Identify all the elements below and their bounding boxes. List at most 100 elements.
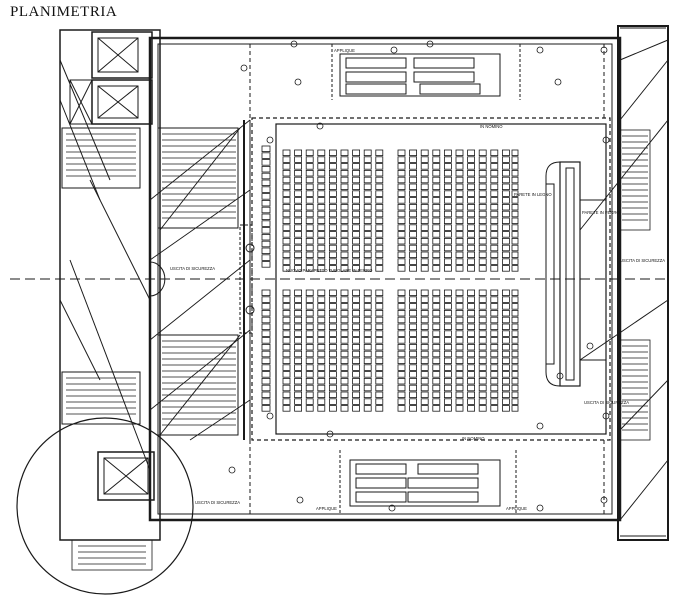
seat — [352, 163, 361, 170]
seat — [443, 289, 452, 296]
seat — [443, 190, 452, 197]
seat — [432, 357, 441, 364]
seat — [352, 176, 361, 184]
seat — [363, 169, 372, 177]
seat — [261, 220, 271, 227]
seat — [375, 258, 384, 265]
seat — [375, 197, 384, 204]
seat — [375, 217, 384, 224]
seat — [420, 251, 429, 258]
seat — [511, 357, 519, 364]
seat — [352, 391, 361, 398]
seat — [397, 210, 406, 218]
seat — [490, 258, 499, 265]
seat — [363, 350, 372, 358]
hatch-left — [59, 59, 151, 471]
seat — [317, 190, 326, 197]
seat — [501, 169, 510, 177]
note-wood-panel: PARETE IN LEGNO — [514, 192, 552, 197]
seat — [409, 251, 418, 258]
seat — [397, 203, 406, 211]
seat — [397, 190, 406, 197]
seat — [478, 343, 487, 351]
seat — [455, 176, 464, 184]
seat — [282, 265, 291, 272]
seat — [317, 197, 326, 204]
seat — [432, 224, 441, 231]
seat — [455, 343, 464, 351]
seat — [305, 384, 314, 392]
seat — [511, 377, 519, 385]
seat — [363, 149, 372, 156]
entry-arc — [149, 261, 166, 297]
seat — [409, 163, 418, 170]
seat — [282, 384, 291, 392]
seat — [305, 169, 314, 177]
seat — [328, 384, 337, 392]
seat — [375, 343, 384, 351]
seat — [282, 303, 291, 310]
seat — [409, 169, 418, 177]
note-stage-top: IN NOMINO — [480, 124, 503, 129]
seat — [375, 357, 384, 364]
seat — [490, 210, 499, 218]
seat — [328, 203, 337, 211]
top-bay — [249, 44, 605, 118]
seat — [501, 405, 510, 412]
seat — [432, 237, 441, 245]
seat — [501, 190, 510, 197]
seat — [443, 371, 452, 378]
seat — [397, 364, 406, 371]
seat — [340, 296, 349, 303]
seat — [490, 251, 499, 258]
fixture-marker — [266, 136, 274, 144]
seat — [443, 337, 452, 344]
seat — [490, 265, 499, 272]
seat — [409, 217, 418, 224]
seat — [363, 176, 372, 184]
seat — [501, 210, 510, 218]
seat — [375, 176, 384, 184]
seat — [282, 163, 291, 170]
seat — [467, 371, 476, 378]
seat — [478, 169, 487, 177]
seat — [409, 343, 418, 351]
seat — [455, 371, 464, 378]
seat — [375, 183, 384, 190]
seat — [443, 156, 452, 163]
seat — [352, 398, 361, 405]
fixtures — [228, 40, 610, 512]
seat — [363, 330, 372, 337]
seat — [490, 237, 499, 245]
seat — [294, 350, 303, 358]
seat — [340, 169, 349, 177]
seat — [317, 377, 326, 385]
seat — [467, 176, 476, 184]
fixture-marker — [556, 372, 564, 380]
seat — [397, 176, 406, 184]
seat — [455, 364, 464, 371]
seat — [282, 258, 291, 265]
stage — [545, 161, 606, 387]
seat — [317, 231, 326, 238]
seat — [261, 206, 271, 214]
fixture-marker — [290, 40, 298, 48]
seat — [352, 203, 361, 211]
seat — [340, 364, 349, 371]
seat — [294, 149, 303, 156]
seat — [261, 179, 271, 186]
seat — [294, 224, 303, 231]
seat — [443, 405, 452, 412]
seat — [363, 405, 372, 412]
seat — [443, 350, 452, 358]
seat — [282, 323, 291, 330]
seat — [501, 203, 510, 211]
seat — [467, 237, 476, 245]
seat — [305, 190, 314, 197]
seat — [511, 197, 519, 204]
seat — [420, 377, 429, 385]
seat — [375, 190, 384, 197]
seat — [432, 289, 441, 296]
seat — [294, 303, 303, 310]
seat — [511, 217, 519, 224]
